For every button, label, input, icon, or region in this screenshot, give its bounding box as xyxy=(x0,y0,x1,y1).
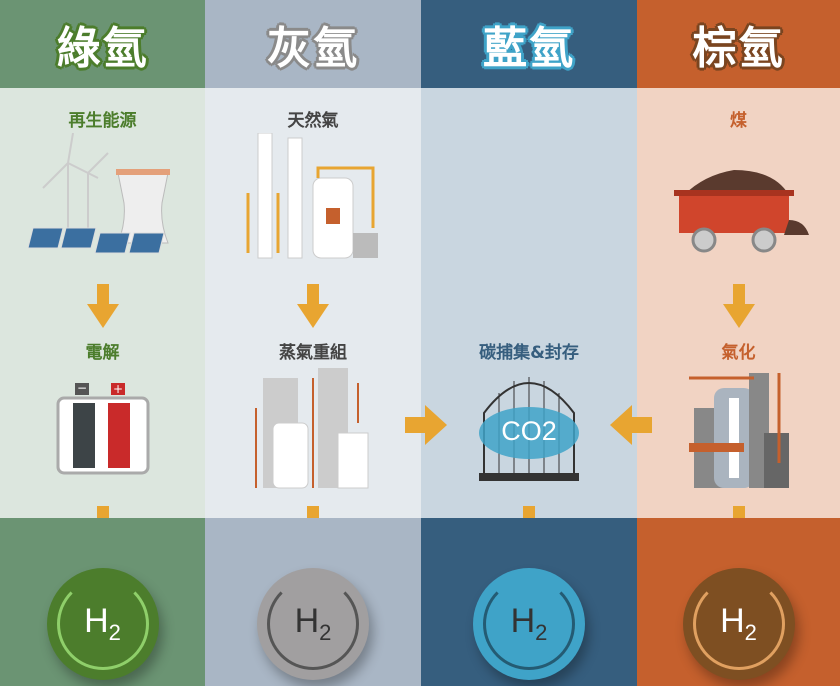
down-arrow-icon xyxy=(722,284,755,328)
h2-label: H2 xyxy=(294,602,332,645)
source-label: 再生能源 xyxy=(68,111,137,131)
column-header: 棕氫 xyxy=(637,0,840,88)
process-icon: −+ xyxy=(53,378,153,482)
down-arrow-icon xyxy=(297,284,329,328)
column-0: 綠氫 再生能源 電解 −+ H2H2 xyxy=(0,0,205,686)
source-label: 天然氣 xyxy=(287,111,339,131)
column-title: 藍氫 xyxy=(483,23,575,74)
column-title: 棕氫 xyxy=(692,23,785,74)
product-panel: H2H2 xyxy=(421,518,637,686)
product-panel: H2H2 xyxy=(205,518,421,686)
co2-label: CO2 xyxy=(501,416,557,446)
process-panel: 煤 氣化 xyxy=(637,88,840,550)
column-header: 綠氫 xyxy=(0,0,205,88)
column-1: 灰氫 天然氣 蒸氣重組 H2H2 xyxy=(205,0,421,686)
column-header: 藍氫 xyxy=(421,0,637,88)
left-arrow-icon xyxy=(610,405,652,445)
h2-label: H2 xyxy=(84,602,121,645)
column-title: 灰氫 xyxy=(267,23,359,74)
right-arrow-icon xyxy=(405,405,447,445)
h2-badge: H2H2 xyxy=(682,568,795,680)
process-panel: 碳捕集&封存 CO2 xyxy=(421,88,637,550)
process-panel: 天然氣 蒸氣重組 xyxy=(205,88,421,550)
process-label: 蒸氣重組 xyxy=(279,343,347,363)
column-2: 藍氫 碳捕集&封存 CO2 H2H2 xyxy=(421,0,637,686)
process-label: 碳捕集&封存 xyxy=(479,343,579,363)
h2-badge: H2H2 xyxy=(46,568,159,680)
column-3: 棕氫 煤 氣化 H2H2 xyxy=(637,0,840,686)
process-label: 氣化 xyxy=(721,343,756,363)
svg-text:+: + xyxy=(112,382,122,396)
column-header: 灰氫 xyxy=(205,0,421,88)
product-panel: H2H2 xyxy=(637,518,840,686)
h2-label: H2 xyxy=(720,602,757,645)
source-icon xyxy=(238,132,388,267)
source-label: 煤 xyxy=(730,111,747,131)
h2-badge: H2H2 xyxy=(473,568,585,680)
process-label: 電解 xyxy=(85,343,120,363)
h2-badge: H2H2 xyxy=(257,568,369,680)
co2-cage-icon: CO2 xyxy=(474,363,584,487)
column-title: 綠氫 xyxy=(56,23,149,74)
source-icon xyxy=(26,132,178,267)
svg-text:−: − xyxy=(76,381,86,395)
process-panel: 再生能源 電解 −+ xyxy=(0,88,205,550)
source-icon xyxy=(664,160,814,264)
product-panel: H2H2 xyxy=(0,518,205,686)
process-icon xyxy=(684,363,794,497)
down-arrow-icon xyxy=(86,284,119,328)
process-icon xyxy=(248,363,378,497)
h2-label: H2 xyxy=(510,602,548,645)
